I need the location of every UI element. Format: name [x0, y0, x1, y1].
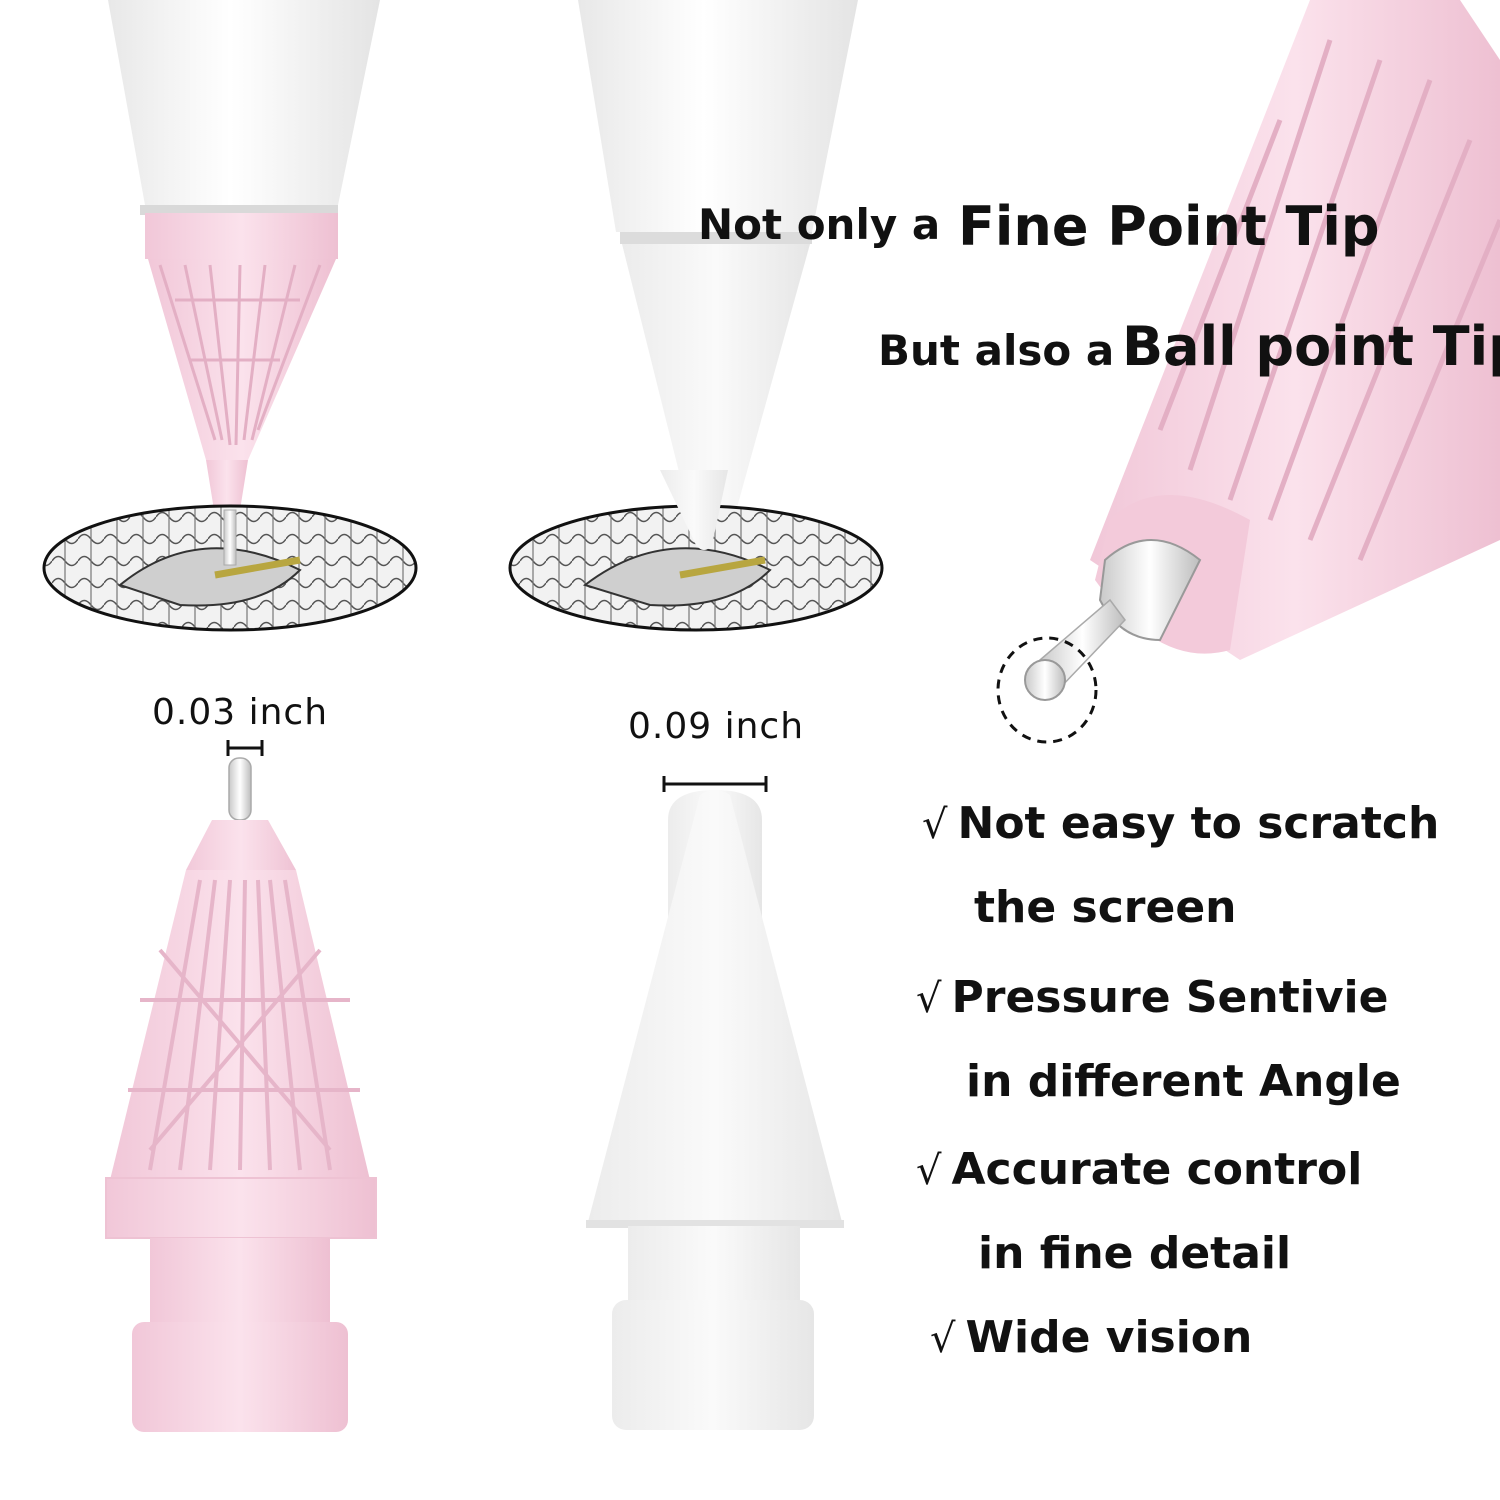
fine-tip-dimension-label: 0.03 inch [152, 692, 329, 733]
drawing-disc-left [42, 504, 418, 632]
checkmark-icon: √ [930, 1316, 956, 1362]
white-standard-tip-product [586, 790, 844, 1430]
checkmark-icon: √ [922, 802, 948, 848]
standard-tip-width-marker [662, 776, 768, 792]
feature-item: √Wide vision [930, 1312, 1252, 1363]
fine-tip-width-marker [226, 740, 264, 756]
pink-fine-tip-product [105, 757, 377, 1432]
standard-tip-dimension-label: 0.09 inch [628, 706, 805, 747]
feature-1-line1: Not easy to scratch [957, 798, 1440, 849]
ball-point-tip-closeup [996, 0, 1500, 744]
feature-item: √Not easy to scratch [922, 798, 1439, 849]
feature-4-line1: Wide vision [965, 1312, 1253, 1363]
fine-tip-pen-in-use [108, 0, 380, 561]
feature-2-line1: Pressure Sentivie [951, 972, 1389, 1023]
feature-item: √Accurate control [916, 1144, 1362, 1195]
headline-line2-prefix: But also a [878, 326, 1115, 375]
feature-3-line1: Accurate control [951, 1144, 1363, 1195]
feature-3-line2: in fine detail [978, 1228, 1292, 1279]
standard-tip-pen-in-use [578, 0, 858, 550]
feature-2-line2: in different Angle [966, 1056, 1401, 1107]
feature-1-line2: the screen [974, 882, 1237, 933]
feature-item: √Pressure Sentivie [916, 972, 1388, 1023]
headline-line2-emphasis: Ball point Tip [1122, 315, 1500, 378]
headline-line1-emphasis: Fine Point Tip [958, 195, 1380, 258]
drawing-disc-middle [508, 470, 884, 632]
headline-line1-prefix: Not only a [698, 200, 941, 249]
checkmark-icon: √ [916, 1148, 942, 1194]
checkmark-icon: √ [916, 976, 942, 1022]
